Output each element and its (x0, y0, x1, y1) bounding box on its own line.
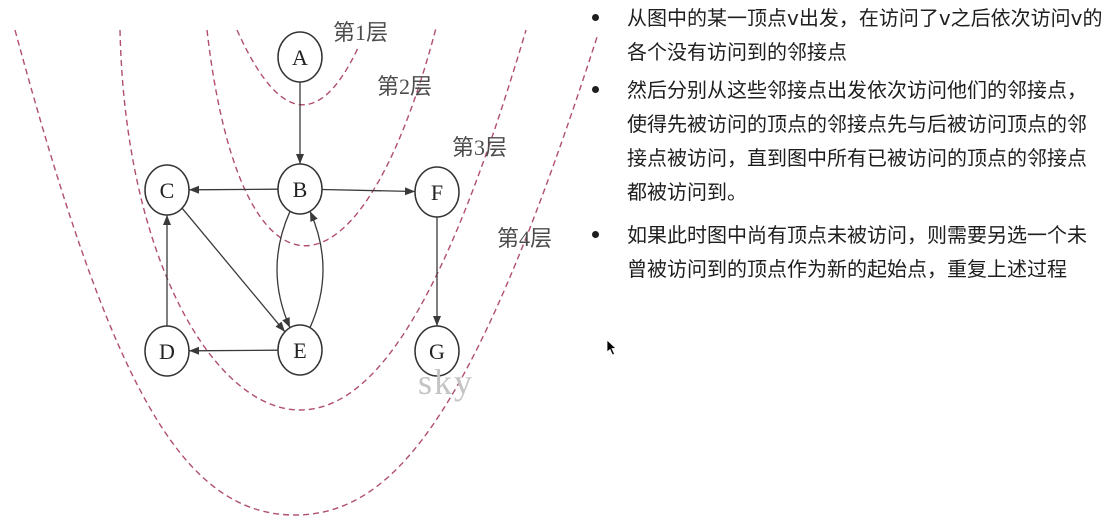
node-f: F (414, 166, 460, 218)
layer-2-boundary (206, 27, 437, 247)
edge-c-to-e (181, 207, 286, 333)
bullet-dot-icon (592, 14, 599, 21)
node-a: A (277, 31, 323, 83)
bullet-text: 从图中的某一顶点v出发，在访问了v之后依次访问v的 各个没有访问到的邻接点 (627, 1, 1105, 69)
node-circle (144, 164, 190, 216)
edge-b-to-e (276, 211, 291, 328)
graph-edges (163, 82, 441, 355)
layer-label-3: 第3层 (452, 135, 507, 160)
bullet-line: 各个没有访问到的邻接点 (627, 40, 847, 64)
bullet-line: 使得先被访问的顶点的邻接点先与后被访问顶点的邻 (627, 112, 1087, 136)
node-e: E (277, 324, 323, 376)
node-c: C (144, 164, 190, 216)
bullet-text: 如果此时图中尚有顶点未被访问，则需要另选一个未 曾被访问到的顶点作为新的起始点，… (627, 218, 1105, 286)
layer-label-1: 第1层 (333, 20, 388, 45)
bullet-line: 都被访问到。 (627, 180, 747, 204)
node-label: F (431, 180, 443, 205)
node-label: D (159, 339, 175, 364)
node-circle (277, 31, 323, 83)
node-circle (277, 324, 323, 376)
node-label: G (429, 339, 445, 364)
layer-boundaries (14, 27, 599, 516)
node-circle (414, 166, 460, 218)
layer-label-4: 第4层 (497, 226, 552, 251)
node-circle (414, 325, 460, 377)
node-d: D (144, 325, 190, 377)
node-circle (144, 325, 190, 377)
layer-1-boundary (236, 29, 359, 106)
graph-nodes: A B C D E F G (144, 31, 460, 377)
edge-b-to-f (321, 187, 416, 196)
node-b: B (277, 163, 323, 215)
layer-label-2: 第2层 (377, 74, 432, 99)
watermark: sky (418, 362, 474, 402)
edge-e-to-d (188, 346, 279, 355)
node-label: E (293, 338, 306, 363)
node-g: G (414, 325, 460, 377)
mouse-cursor-icon (606, 339, 618, 356)
layer-3-boundary (119, 29, 527, 411)
node-circle (277, 163, 323, 215)
layer-4-boundary (14, 29, 599, 516)
bullet-text: 然后分别从这些邻接点出发依次访问他们的邻接点， 使得先被访问的顶点的邻接点先与后… (627, 73, 1105, 209)
edge-b-to-c (188, 185, 279, 194)
bullet-dot-icon (592, 231, 599, 238)
node-label: B (293, 177, 308, 202)
node-label: C (160, 178, 175, 203)
bullet-line: 然后分别从这些邻接点出发依次访问他们的邻接点， (627, 78, 1087, 102)
bullet-line: 如果此时图中尚有顶点未被访问，则需要另选一个未 (627, 223, 1087, 247)
edge-e-to-b (309, 211, 324, 328)
bullet-line: 接点被访问，直到图中所有已被访问的顶点的邻接点 (627, 146, 1087, 170)
bullet-line: 从图中的某一顶点v出发，在访问了v之后依次访问v的 (627, 6, 1103, 30)
bullet-line: 曾被访问到的顶点作为新的起始点，重复上述过程 (627, 257, 1067, 281)
layer-labels: 第1层 第2层 第3层 第4层 (333, 20, 552, 251)
bullet-dot-icon (592, 86, 599, 93)
node-label: A (292, 45, 308, 70)
